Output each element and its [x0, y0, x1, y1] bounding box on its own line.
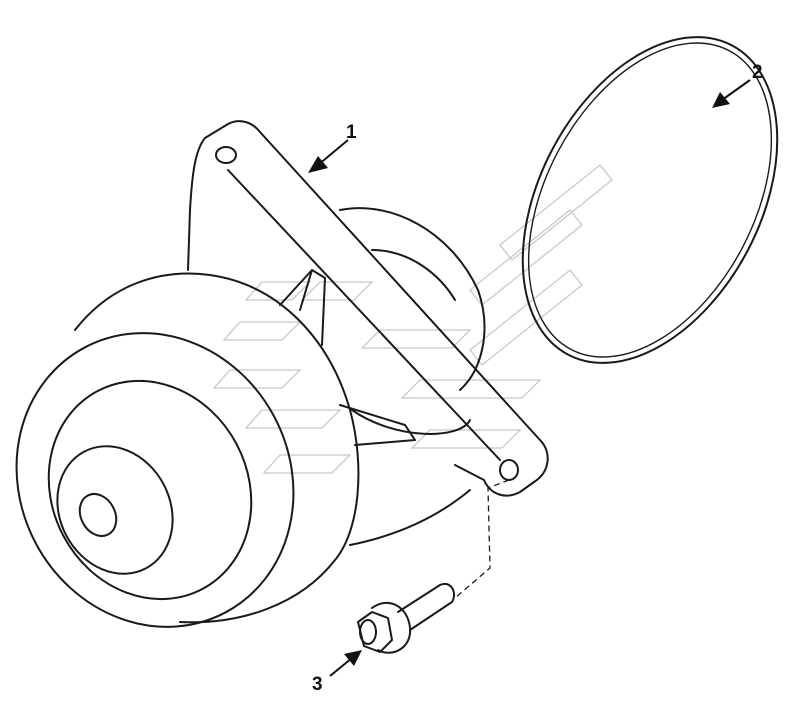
water-pump-part [15, 120, 549, 628]
pump-rib-upper [279, 269, 326, 346]
callout-label-3: 3 [312, 674, 323, 695]
flange-bolt-hole-bottom [499, 459, 519, 481]
o-ring-inner [527, 42, 773, 358]
o-ring-outer [521, 36, 779, 364]
pump-rear-hub [339, 207, 486, 391]
callout-arrow-2 [712, 79, 751, 108]
mounting-flange [187, 120, 549, 497]
pulley-front-face [15, 332, 295, 628]
flange-inner-edge [227, 169, 501, 461]
pulley-body-edge [351, 409, 471, 435]
pulley-hub [56, 445, 174, 575]
bolt-shank [397, 582, 456, 631]
bolt-part [357, 582, 456, 654]
o-ring-part [521, 36, 779, 364]
pulley-outer-rim [74, 272, 360, 624]
watermark-logo [212, 164, 613, 474]
bolt-hex-head [357, 611, 393, 653]
pump-hub-ring [371, 249, 456, 301]
callout-arrow-3 [329, 650, 362, 677]
callout-arrow-1 [308, 139, 349, 173]
pulley-body-bottom [349, 489, 471, 546]
callout-label-2: 2 [752, 62, 763, 83]
pulley-groove-ring [47, 379, 253, 601]
bolt-flange [371, 601, 412, 654]
callout-label-1: 1 [346, 122, 357, 143]
bolt-leader-line [454, 479, 510, 599]
flange-bolt-hole-top [215, 146, 237, 164]
pulley-bore [78, 492, 118, 538]
bolt-hex-top [359, 619, 377, 645]
